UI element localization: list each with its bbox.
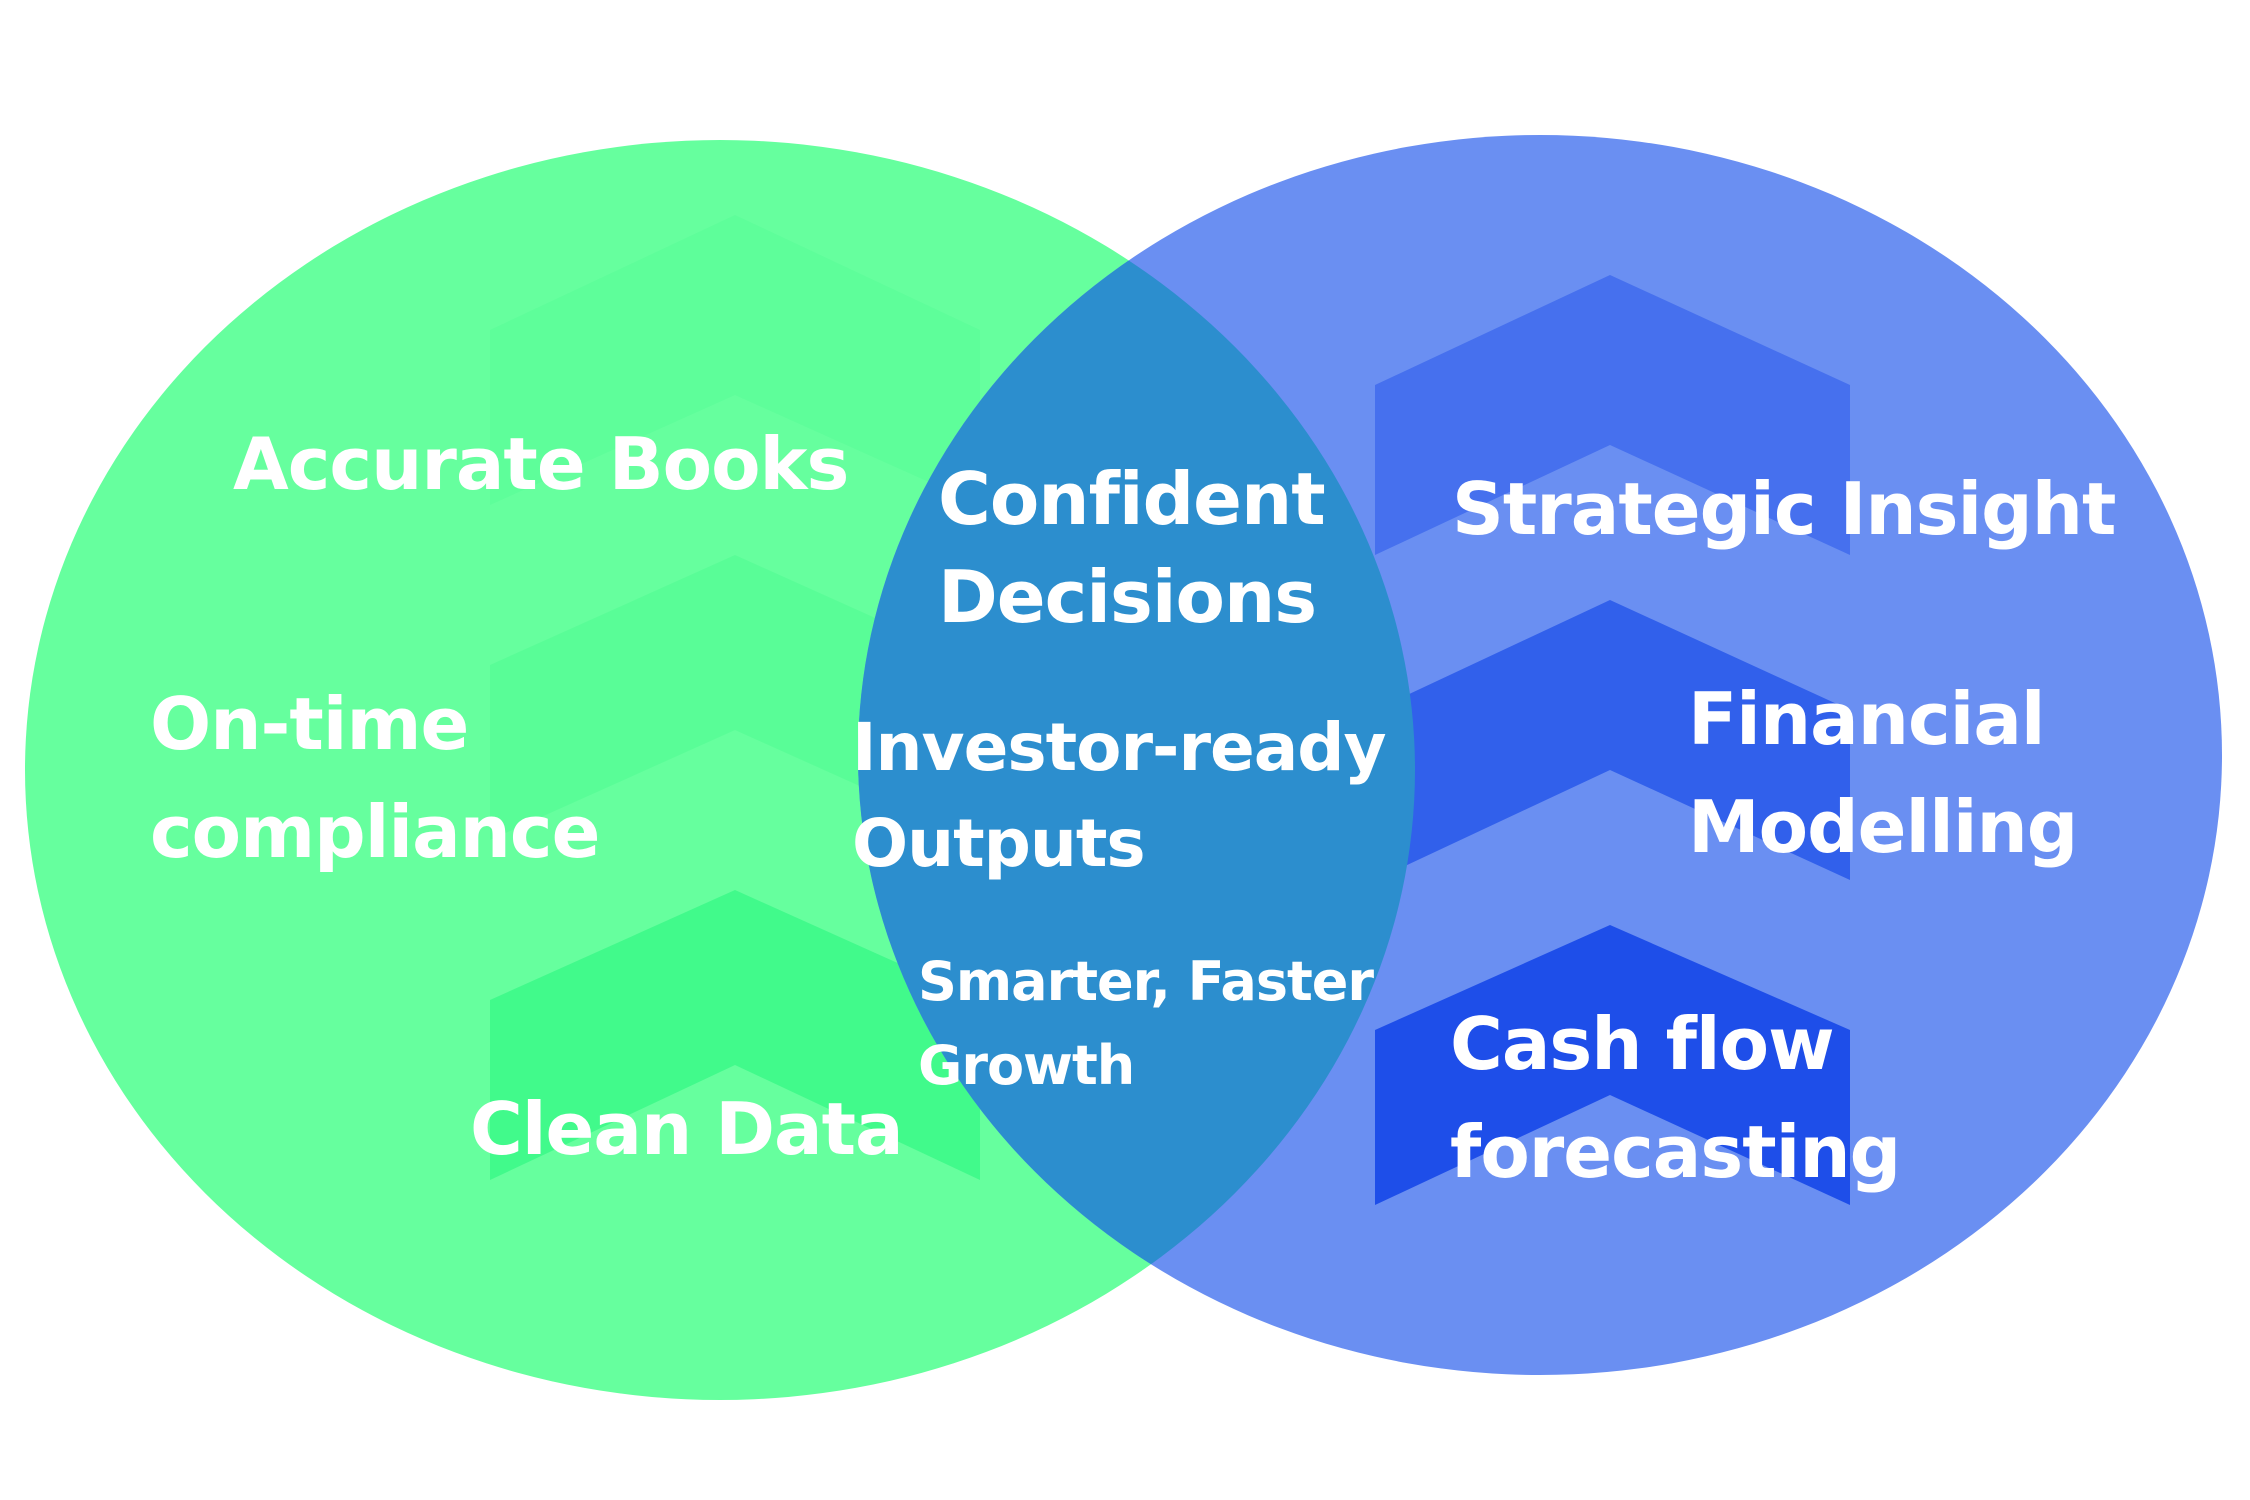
left-chevron-3 <box>490 890 980 1180</box>
right-chevron-2 <box>1375 600 1850 880</box>
right-item-line: Strategic Insight <box>1452 467 2116 551</box>
overlap-item-line: Investor-ready <box>852 709 1387 786</box>
right-item-financial-modelling: Financial Modelling <box>1688 665 2078 881</box>
right-chevron-3 <box>1375 925 1850 1205</box>
left-item-line: compliance <box>150 790 600 874</box>
right-item-cash-flow-forecasting: Cash flow forecasting <box>1450 990 1901 1206</box>
right-chevron-1 <box>1375 275 1850 555</box>
left-chevrons <box>490 215 980 1180</box>
left-chevron-1 <box>490 215 980 505</box>
right-item-line: Financial <box>1688 677 2046 761</box>
overlap-item-line: Confident <box>938 457 1326 541</box>
overlap-item-smarter-faster-growth: Smarter, Faster Growth <box>918 940 1374 1108</box>
right-item-strategic-insight: Strategic Insight <box>1452 455 2116 563</box>
right-item-line: forecasting <box>1450 1110 1901 1194</box>
overlap-item-confident-decisions: Confident Decisions <box>938 450 1326 646</box>
left-chevron-2 <box>490 555 980 840</box>
overlap-item-line: Outputs <box>852 805 1146 882</box>
overlap-item-line: Decisions <box>938 555 1317 639</box>
overlap-item-line: Growth <box>918 1034 1135 1097</box>
left-item-accurate-books: Accurate Books <box>233 410 849 518</box>
right-item-line: Modelling <box>1688 785 2078 869</box>
right-item-line: Cash flow <box>1450 1002 1835 1086</box>
overlap-region <box>858 140 1415 1375</box>
overlap-item-line: Smarter, Faster <box>918 950 1374 1013</box>
overlap-item-investor-ready-outputs: Investor-ready Outputs <box>852 700 1387 892</box>
left-item-on-time-compliance: On-time compliance <box>150 670 600 886</box>
left-item-clean-data: Clean Data <box>470 1075 904 1183</box>
left-item-line: On-time <box>150 682 469 766</box>
right-chevrons <box>1375 275 1850 1205</box>
left-item-line: Clean Data <box>470 1087 904 1171</box>
left-item-line: Accurate Books <box>233 422 849 506</box>
